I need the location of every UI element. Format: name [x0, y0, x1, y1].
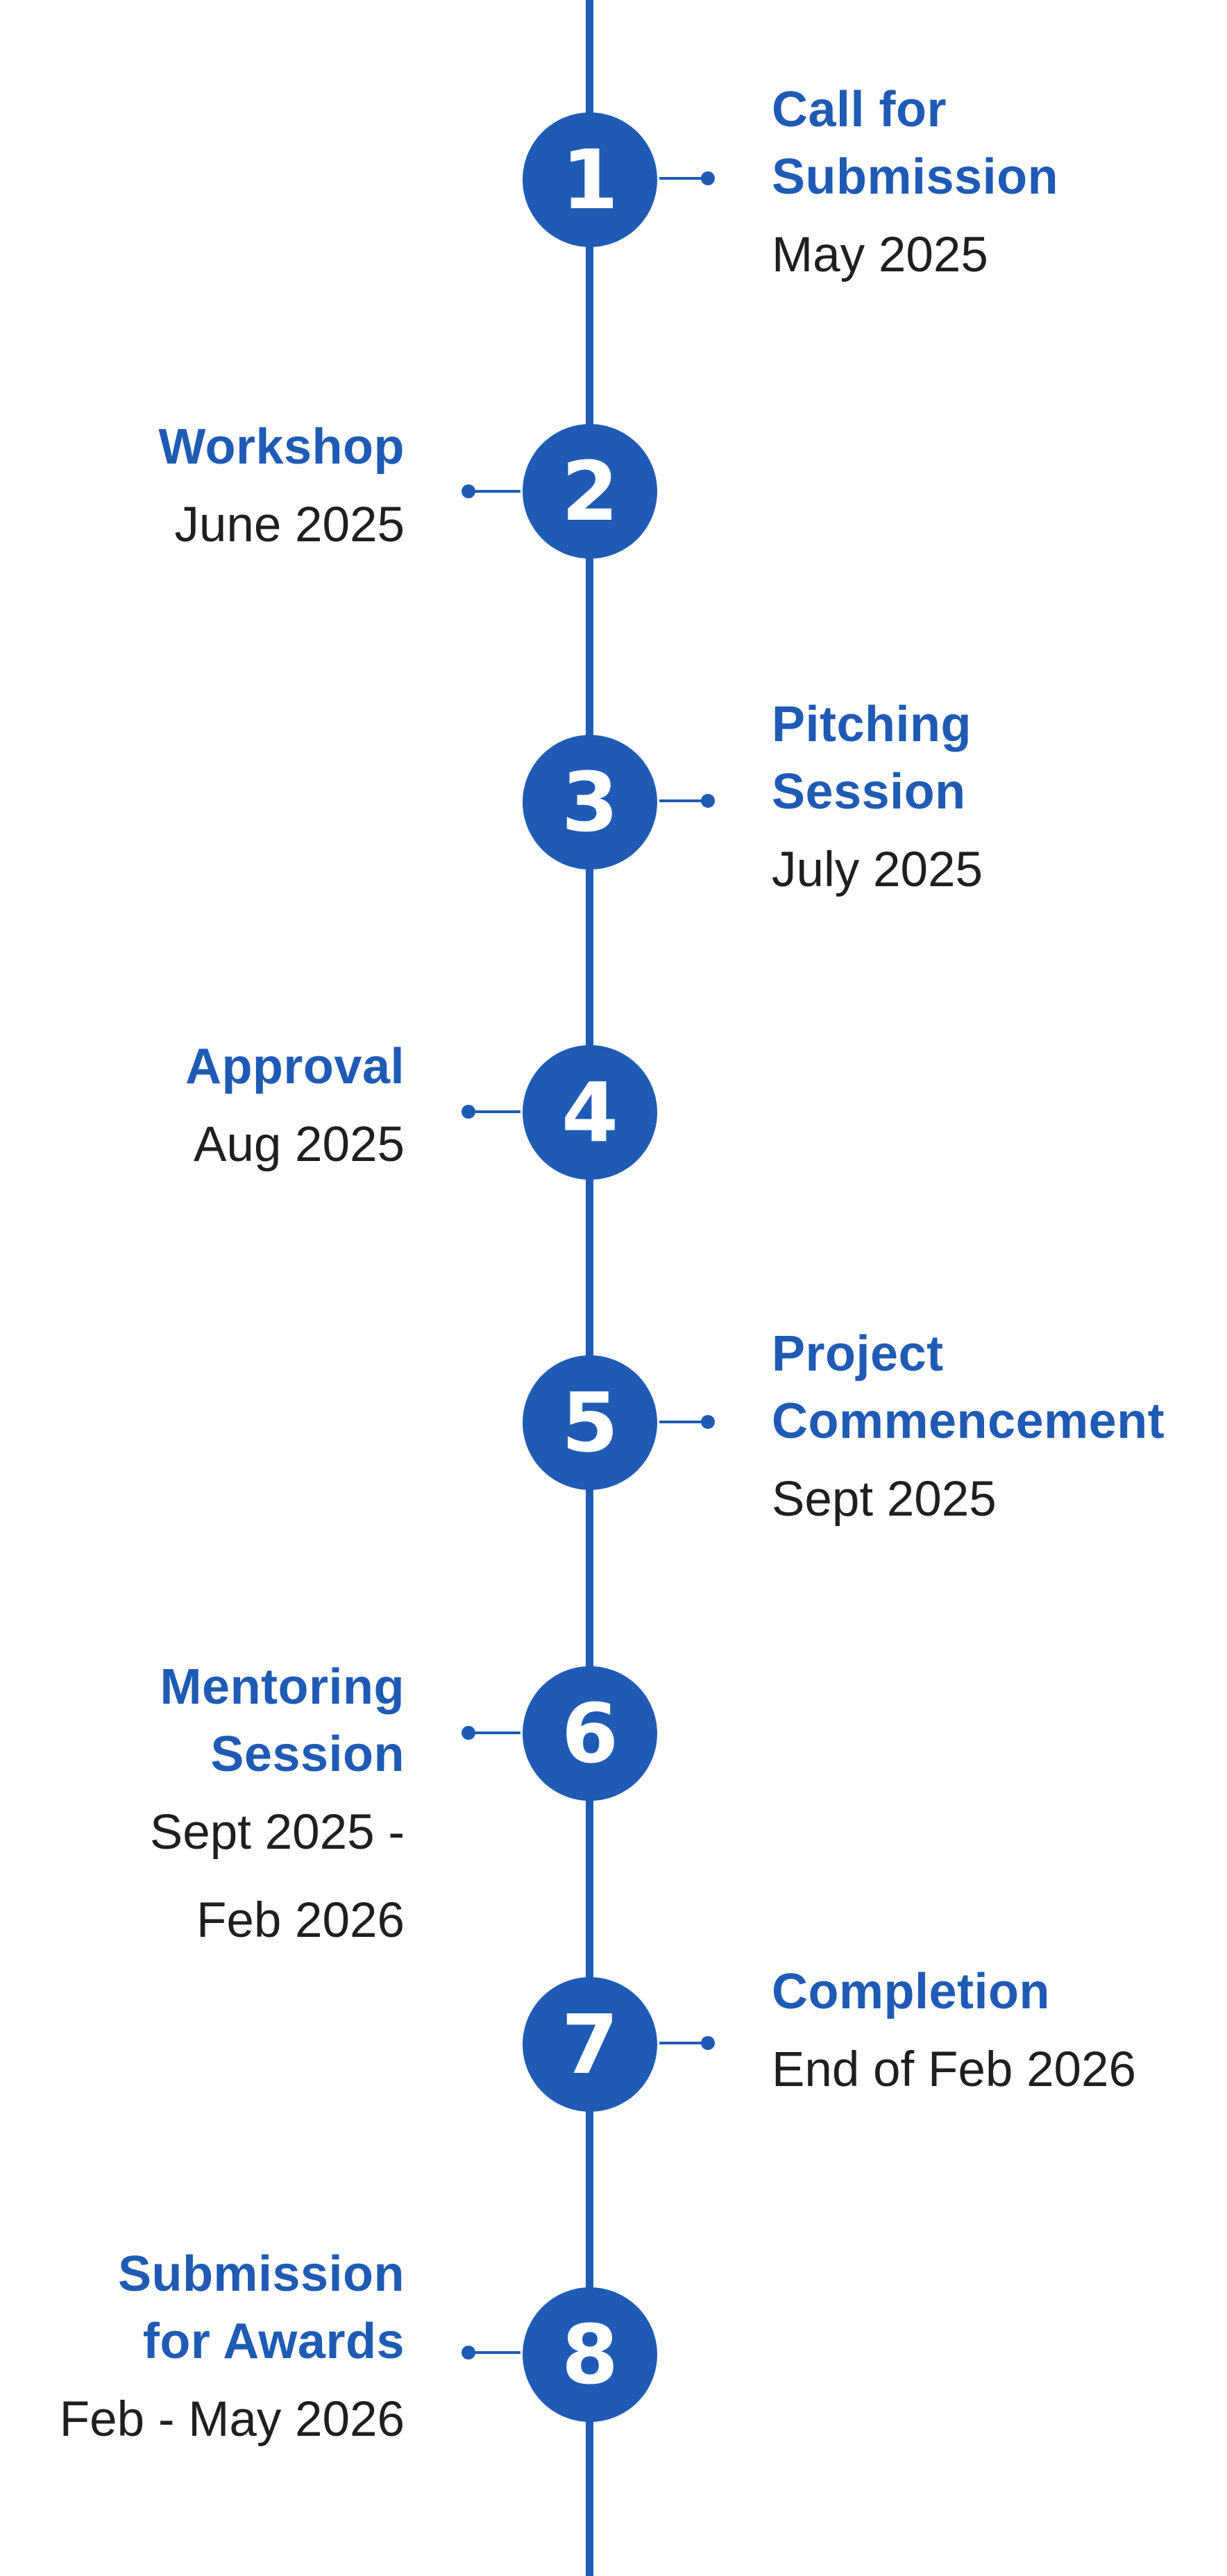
- milestone-6-number: 6: [561, 1686, 619, 1781]
- connector-dot: [462, 1726, 475, 1740]
- milestone-2-connector: [462, 484, 521, 498]
- milestone-8-connector: [462, 2346, 521, 2359]
- milestone-3-label: Pitching Session July 2025: [772, 691, 983, 914]
- milestone-8-title: Submission for Awards: [117, 2246, 405, 2369]
- milestone-7-connector: [659, 2036, 715, 2050]
- timeline-spine: [586, 0, 593, 2576]
- milestone-1-date: May 2025: [772, 228, 988, 282]
- milestone-1-label: Call for Submission May 2025: [772, 76, 1058, 299]
- milestone-5-number-badge: 5: [523, 1355, 657, 1490]
- milestone-2-number: 2: [561, 443, 619, 539]
- milestone-5-label: Project Commencement Sept 2025: [772, 1321, 1165, 1543]
- milestone-3-number-badge: 3: [523, 735, 657, 870]
- milestone-4-label: Approval Aug 2025: [185, 1033, 405, 1189]
- connector-dot: [701, 794, 715, 808]
- milestone-2-number-badge: 2: [523, 424, 657, 559]
- milestone-6-date: Sept 2025 - Feb 2026: [149, 1805, 405, 1948]
- milestone-7-number: 7: [561, 1997, 619, 2092]
- milestone-7-title: Completion: [772, 1964, 1050, 2019]
- milestone-1-number-badge: 1: [523, 112, 657, 247]
- milestone-1-title: Call for Submission: [772, 82, 1059, 205]
- milestone-7-label: Completion End of Feb 2026: [772, 1958, 1136, 2114]
- milestone-4-date: Aug 2025: [193, 1117, 405, 1172]
- milestone-1-connector: [659, 171, 715, 185]
- milestone-4-connector: [462, 1105, 521, 1119]
- milestone-1-number: 1: [561, 132, 619, 228]
- milestone-4-number: 4: [561, 1065, 619, 1160]
- milestone-4-number-badge: 4: [523, 1045, 657, 1180]
- milestone-8-number: 8: [561, 2307, 619, 2403]
- connector-dot: [462, 2346, 475, 2359]
- milestone-7-number-badge: 7: [523, 1977, 657, 2112]
- milestone-5-connector: [659, 1415, 715, 1429]
- milestone-6-number-badge: 6: [523, 1666, 657, 1801]
- milestone-6-label: Mentoring Session Sept 2025 - Feb 2026: [150, 1654, 405, 1965]
- milestone-2-label: Workshop June 2025: [158, 414, 405, 569]
- milestone-3-number: 3: [561, 754, 619, 850]
- milestone-7-date: End of Feb 2026: [772, 2042, 1137, 2097]
- milestone-3-date: July 2025: [772, 842, 983, 897]
- milestone-8-number-badge: 8: [523, 2287, 657, 2422]
- milestone-8-date: Feb - May 2026: [59, 2392, 405, 2447]
- connector-dot: [462, 1105, 475, 1119]
- milestone-2-date: June 2025: [174, 498, 405, 552]
- milestone-5-date: Sept 2025: [772, 1472, 997, 1527]
- milestone-2-title: Workshop: [158, 419, 405, 475]
- milestone-3-connector: [659, 794, 715, 808]
- connector-dot: [462, 484, 475, 498]
- milestone-4-title: Approval: [185, 1039, 405, 1094]
- connector-dot: [701, 1415, 715, 1429]
- connector-dot: [701, 2036, 715, 2050]
- milestone-5-number: 5: [561, 1375, 619, 1471]
- milestone-5-title: Project Commencement: [772, 1326, 1165, 1449]
- milestone-3-title: Pitching Session: [772, 697, 972, 820]
- milestone-6-title: Mentoring Session: [160, 1659, 405, 1782]
- milestone-8-label: Submission for Awards Feb - May 2026: [60, 2241, 405, 2464]
- milestone-6-connector: [462, 1726, 521, 1740]
- connector-dot: [701, 171, 715, 185]
